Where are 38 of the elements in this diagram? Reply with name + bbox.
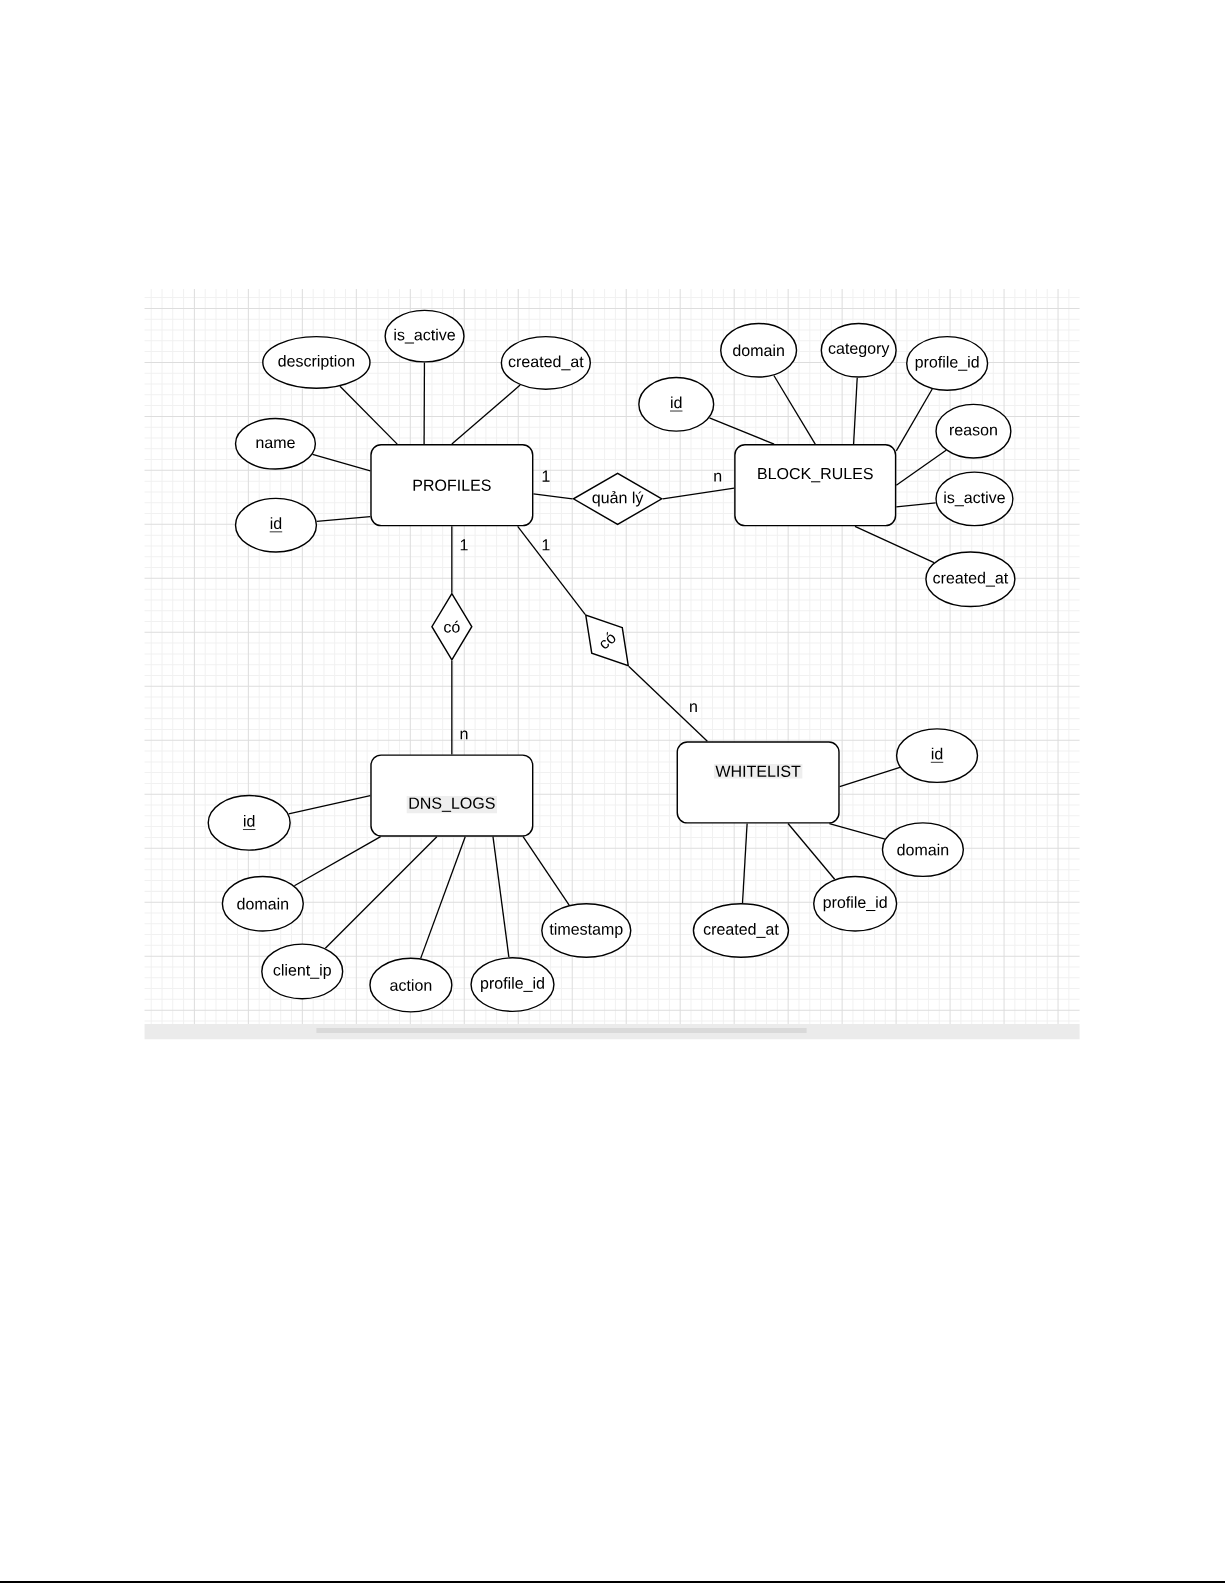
connector-line [895, 388, 933, 452]
connector-line [316, 515, 371, 523]
connector-line [423, 361, 426, 445]
connector-line [854, 525, 935, 564]
connector-line [516, 525, 586, 615]
cardinality-label: n [714, 472, 722, 482]
connector-line [293, 836, 382, 887]
connector-line [741, 822, 748, 904]
entity-box: BLOCK_RULES [734, 444, 897, 527]
connector-line [311, 453, 371, 472]
cardinality-label: n [460, 730, 468, 740]
entity-box: DNS_LOGS [370, 754, 534, 837]
connector-line [828, 822, 886, 840]
cardinality-label: 1 [542, 470, 550, 482]
connector-line [787, 822, 836, 880]
connector-line [522, 836, 570, 906]
connector-line [708, 417, 775, 445]
connector-line [773, 374, 816, 445]
entity-box: PROFILES [370, 444, 534, 527]
connector-line [895, 502, 937, 508]
connector-line [662, 487, 735, 500]
entity-box: WHITELIST [676, 741, 840, 824]
cardinality-label: n [690, 703, 697, 712]
connector-line [420, 836, 466, 959]
connector-line [451, 384, 521, 445]
cardinality-label: 1 [460, 539, 468, 551]
connector-line [451, 660, 453, 756]
connector-line [628, 665, 708, 742]
connector-line [492, 836, 510, 958]
connector-line [839, 766, 901, 788]
connector-line [339, 385, 398, 445]
connector-line [287, 794, 371, 815]
connector-line [324, 836, 438, 949]
connector-line [852, 377, 858, 445]
connector-line [451, 525, 453, 594]
cardinality-label: 1 [542, 539, 550, 551]
connector-line [532, 493, 574, 500]
connector-line [895, 449, 947, 486]
